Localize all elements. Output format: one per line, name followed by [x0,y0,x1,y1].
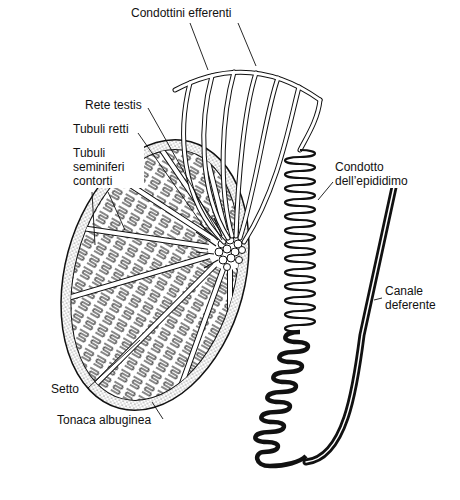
rete-cell [236,257,243,264]
septa [0,10,320,500]
epididymal-duct [285,150,315,332]
ductule [223,72,234,236]
part-label: Setto [50,382,80,396]
leader-line [318,182,333,200]
leader-line [374,298,382,300]
septum [170,10,230,250]
rete-cell [215,248,223,256]
septum [0,250,230,330]
septum [227,250,233,490]
septum [0,250,230,330]
straight-tubule [196,232,216,246]
rete-cell [239,247,246,254]
straight-tubule [196,252,214,254]
rete-cell [223,245,231,253]
leader-line [88,340,140,388]
rete-cell [219,256,227,264]
part-label: Condotto dell’epididimo [334,160,428,188]
vas-deferens-highlight [306,178,396,462]
septum [140,250,230,500]
leader-lines [88,23,382,419]
septa-outline [0,10,320,500]
septum [80,30,230,250]
ductule-exit [300,100,320,150]
straight-tubule [204,260,218,268]
leader-line [108,192,125,230]
rete-cell [224,264,231,271]
ductule [223,72,234,236]
part-label: Condottini efferenti [130,6,233,20]
septum [140,250,230,500]
part-label: Canale deferente [384,284,450,312]
septum [0,100,230,250]
leader-line [238,23,256,66]
septum [80,30,230,250]
leader-line [148,108,222,240]
leader-line [152,402,163,419]
leader-line [138,133,206,230]
septa-fill [0,10,320,500]
part-label: Rete testis [84,98,143,112]
part-label: Tubuli seminiferi contorti [72,146,144,188]
septum [170,10,230,250]
septum [228,250,232,490]
part-label: Tonaca albuginea [56,413,152,427]
vas-deferens [306,178,396,462]
septum [0,100,230,250]
epididymis-tail [255,332,308,466]
part-label: Tubuli retti [72,122,130,136]
rete-cell [227,254,235,262]
leader-line [190,23,208,70]
ductule-exit [300,100,320,150]
septum [0,210,230,250]
leader-line [92,192,95,245]
